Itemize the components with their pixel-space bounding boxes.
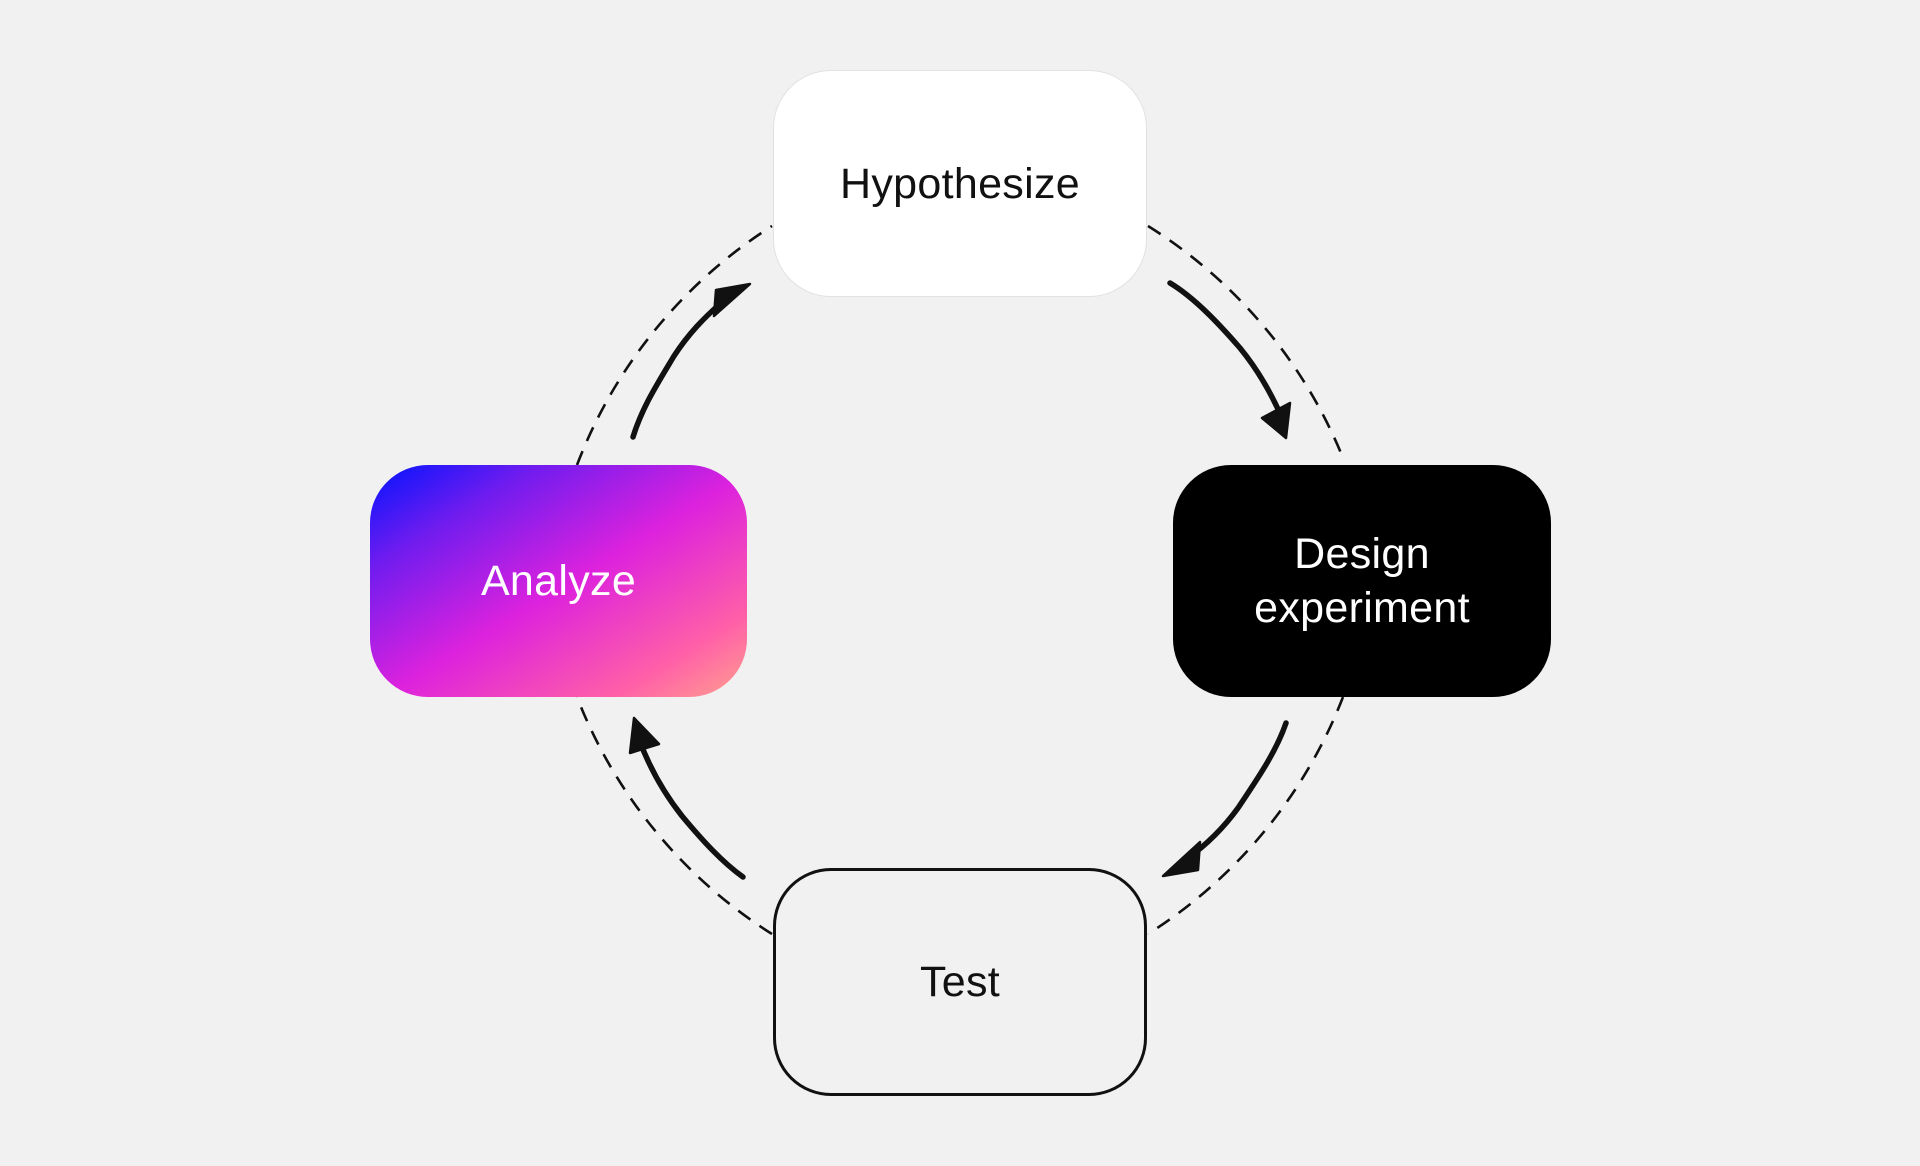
node-analyze: Analyze bbox=[370, 465, 747, 697]
ring-arc-analyze-hypothesize bbox=[575, 224, 773, 466]
arrowhead-design bbox=[1260, 401, 1292, 440]
ring-arc-design-test bbox=[1147, 696, 1345, 936]
edge-arrow-hypothesize-design bbox=[1167, 280, 1285, 421]
flow-arrows bbox=[630, 280, 1289, 880]
ring-arc-hypothesize-design bbox=[1147, 224, 1345, 459]
node-label-hypothesize: Hypothesize bbox=[840, 159, 1080, 208]
arrowhead-test bbox=[1161, 840, 1202, 878]
edge-arrow-analyze-hypothesize bbox=[630, 299, 725, 440]
arrowheads bbox=[628, 282, 1292, 878]
node-test: Test bbox=[773, 868, 1147, 1096]
arrowhead-hypothesize bbox=[712, 282, 752, 318]
node-label-analyze: Analyze bbox=[480, 557, 637, 605]
edge-arrow-test-analyze bbox=[637, 739, 746, 880]
node-design-experiment: Design experiment bbox=[1173, 465, 1551, 697]
node-hypothesize: Hypothesize bbox=[773, 70, 1147, 297]
node-label-design-experiment: Design experiment bbox=[1254, 530, 1470, 632]
ring-arc-test-analyze bbox=[575, 696, 773, 936]
arrowhead-analyze bbox=[628, 716, 661, 755]
node-label-test: Test bbox=[919, 958, 1001, 1006]
edge-arrow-design-test bbox=[1185, 720, 1289, 861]
dashed-ring bbox=[575, 224, 1345, 936]
